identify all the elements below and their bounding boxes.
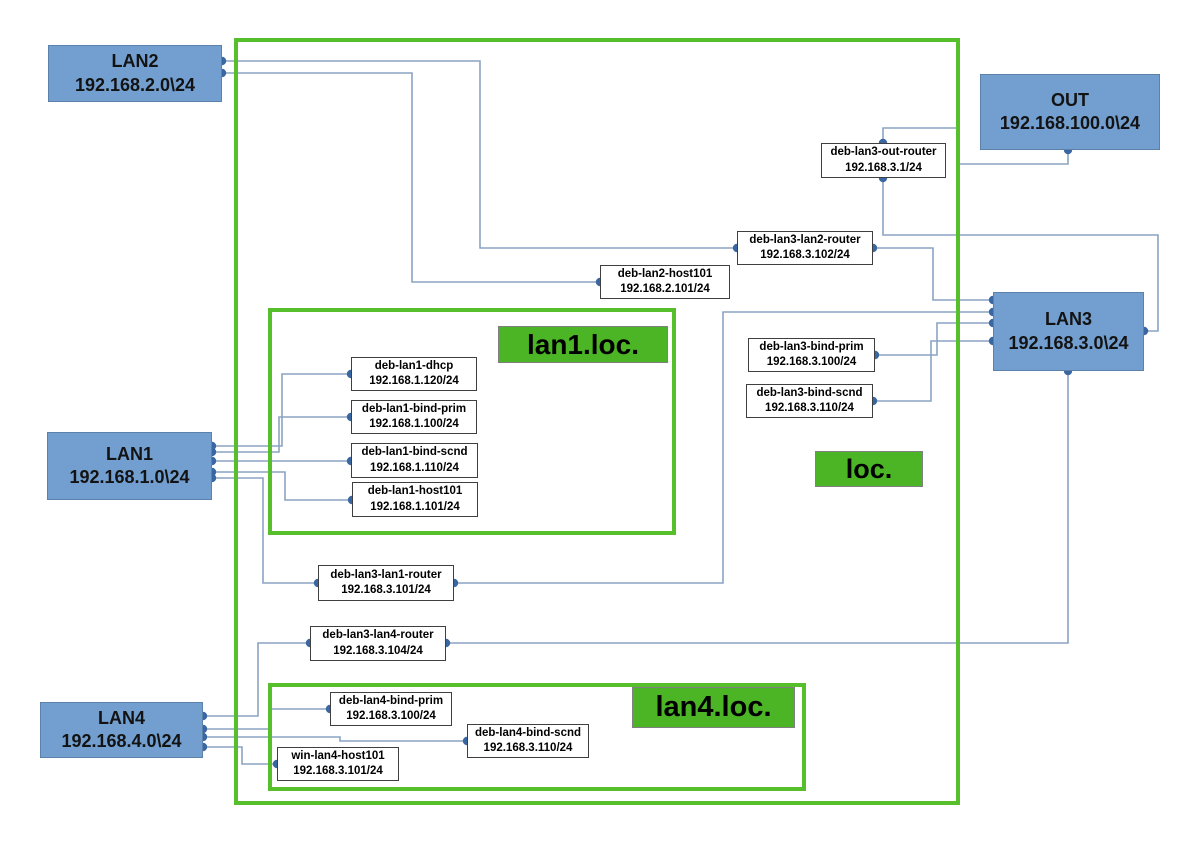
edge-lan4-to-win-lan4-host101 [203,746,277,765]
host-ip: 192.168.3.102/24 [760,249,850,261]
network-box-lan4: LAN4 192.168.4.0\24 [40,702,203,758]
host-name: deb-lan3-out-router [830,146,937,159]
host-name: deb-lan4-bind-prim [338,694,444,707]
host-ip: 192.168.3.1/24 [845,161,922,174]
host-name: deb-lan3-lan1-router [330,568,442,581]
host-box-deb-lan2-host101: deb-lan2-host101 192.168.2.101/24 [600,265,730,299]
zone-label-lan1loc: lan1.loc. [498,326,668,363]
network-box-lan1: LAN1 192.168.1.0\24 [47,432,212,500]
network-cidr: 192.168.2.0\24 [74,74,196,95]
zone-label-lan4loc-text: lan4.loc. [655,691,772,723]
host-ip: 192.168.3.104/24 [333,644,423,657]
zone-loc-border [234,38,960,805]
host-box-win-lan4-host101: win-lan4-host101 192.168.3.101/24 [277,747,399,781]
host-name: deb-lan4-bind-scnd [474,726,582,739]
host-name: deb-lan1-host101 [367,485,463,498]
zone-label-lan1loc-text: lan1.loc. [526,328,640,360]
edge-lan3-to-deb-lan3-lan4-router [446,371,1069,644]
edge-lan2-to-deb-lan3-lan2-router [222,60,737,249]
edge-deb-lan3-lan4-router-to-lan4 [203,642,310,717]
host-box-deb-lan4-bind-scnd: deb-lan4-bind-scnd 192.168.3.110/24 [467,724,589,758]
host-ip: 192.168.1.100/24 [369,418,459,430]
network-cidr: 192.168.100.0\24 [999,113,1141,133]
host-ip: 192.168.1.110/24 [370,461,459,474]
host-name: deb-lan3-bind-scnd [756,386,863,399]
edge-deb-lan3-bind-prim-to-lan3 [875,322,993,356]
edge-deb-lan3-lan1-router-to-lan3 [454,311,993,584]
edge-deb-lan3-out-router-to-lan3 [882,178,1159,332]
network-name: LAN4 [97,707,145,728]
host-ip: 192.168.3.100/24 [346,710,436,722]
network-name: LAN2 [111,51,159,72]
host-ip: 192.168.3.110/24 [765,402,854,414]
network-cidr: 192.168.4.0\24 [61,731,182,751]
host-name: deb-lan3-lan2-router [749,233,861,246]
host-box-deb-lan3-bind-prim: deb-lan3-bind-prim 192.168.3.100/24 [748,338,875,372]
host-box-deb-lan1-bind-scnd: deb-lan1-bind-scnd 192.168.1.110/24 [351,443,478,478]
host-box-deb-lan1-dhcp: deb-lan1-dhcp 192.168.1.120/24 [351,357,477,391]
network-box-lan2: LAN2 192.168.2.0\24 [48,45,222,102]
host-name: deb-lan1-bind-prim [361,402,467,415]
host-ip: 192.168.3.100/24 [766,356,857,368]
host-name: deb-lan3-bind-prim [759,340,864,353]
edge-lan2-to-deb-lan2-host101 [222,72,600,283]
network-cidr: 192.168.3.0\24 [1008,332,1129,353]
network-name: LAN3 [1044,309,1092,330]
host-box-deb-lan3-lan2-router: deb-lan3-lan2-router 192.168.3.102/24 [737,231,873,265]
host-box-deb-lan3-bind-scnd: deb-lan3-bind-scnd 192.168.3.110/24 [746,384,873,418]
host-name: deb-lan1-bind-scnd [361,446,468,459]
host-name: deb-lan3-lan4-router [322,629,434,642]
edge-deb-lan3-bind-scnd-to-lan3 [873,340,993,402]
network-box-out: OUT 192.168.100.0\24 [980,74,1160,150]
host-ip: 192.168.1.120/24 [369,375,459,387]
zone-lan1loc-border [268,308,676,535]
host-ip: 192.168.2.101/24 [620,283,710,295]
host-ip: 192.168.1.101/24 [370,500,460,513]
edge-lan1-to-deb-lan1-host101 [212,471,352,501]
host-box-deb-lan4-bind-prim: deb-lan4-bind-prim 192.168.3.100/24 [330,692,452,726]
host-name: deb-lan1-dhcp [374,359,454,372]
edge-deb-lan3-lan2-router-to-lan3 [873,247,993,301]
zone-label-lan4loc: lan4.loc. [632,687,795,728]
edge-lan1-to-deb-lan1-bind-prim [212,416,351,453]
host-ip: 192.168.3.101/24 [293,765,383,777]
host-box-deb-lan3-out-router: deb-lan3-out-router 192.168.3.1/24 [821,143,946,178]
host-box-deb-lan1-host101: deb-lan1-host101 192.168.1.101/24 [352,482,478,517]
host-box-deb-lan3-lan1-router: deb-lan3-lan1-router 192.168.3.101/24 [318,565,454,601]
host-name: deb-lan2-host101 [617,267,713,280]
host-name: win-lan4-host101 [291,749,385,762]
zone-label-loc: loc. [815,451,923,487]
edge-lan1-to-deb-lan1-dhcp [212,373,351,447]
zone-lan4loc-border [268,683,806,791]
host-ip: 192.168.3.101/24 [341,584,431,596]
host-box-deb-lan3-lan4-router: deb-lan3-lan4-router 192.168.3.104/24 [310,626,446,661]
network-name: LAN1 [105,443,153,464]
network-box-lan3: LAN3 192.168.3.0\24 [993,292,1144,371]
host-box-deb-lan1-bind-prim: deb-lan1-bind-prim 192.168.1.100/24 [351,400,477,434]
network-name: OUT [1051,89,1089,110]
host-ip: 192.168.3.110/24 [483,742,573,754]
zone-label-loc-text: loc. [845,453,893,484]
network-cidr: 192.168.1.0\24 [69,467,190,487]
